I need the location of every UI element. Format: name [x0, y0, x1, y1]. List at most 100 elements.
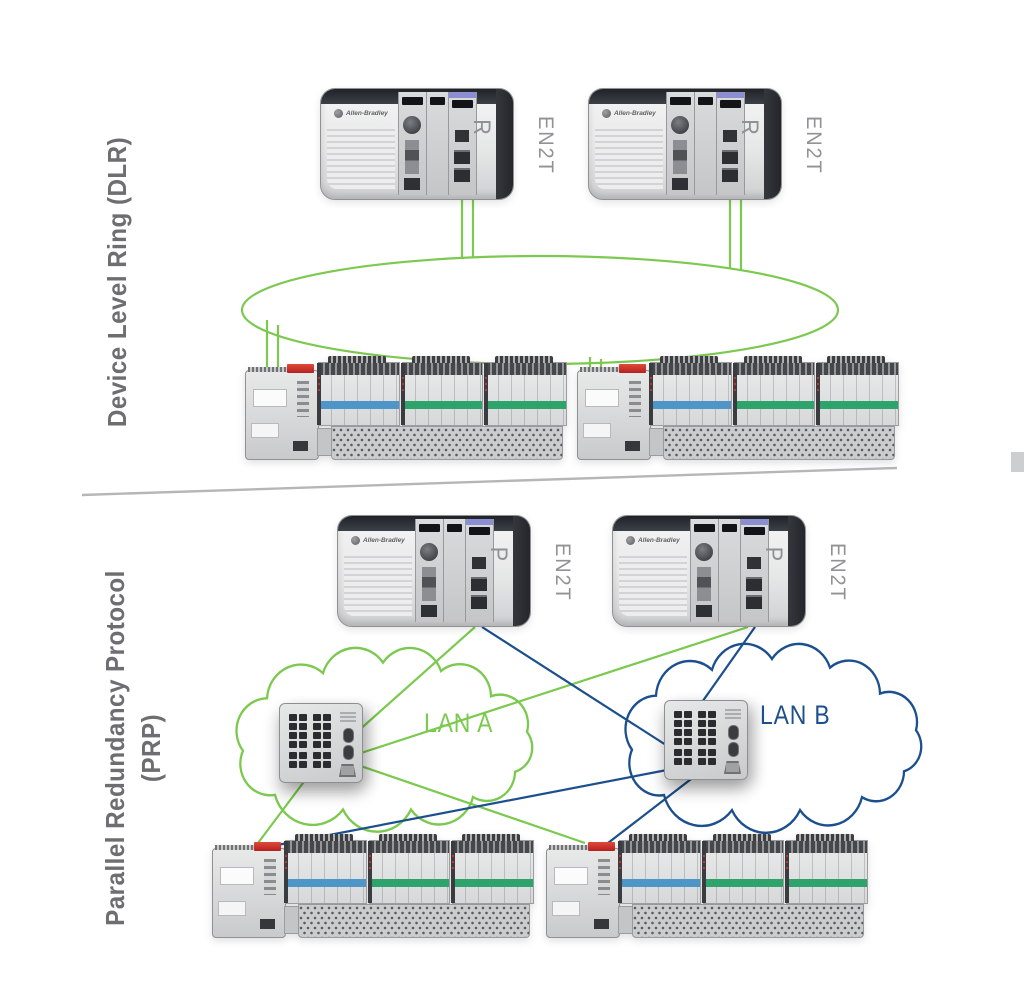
en2t-module — [740, 519, 769, 622]
rj45-port-grid — [289, 714, 307, 748]
module-stripe — [741, 519, 768, 525]
red-network-connector — [254, 842, 281, 851]
io-module — [618, 834, 701, 904]
sfp-port — [343, 745, 354, 760]
en2t-module-label: EN2T — [551, 543, 574, 602]
brand-label: Allen-Bradley — [638, 536, 680, 544]
adapter-pins — [215, 845, 261, 850]
module-separators — [620, 853, 700, 903]
module-color-stripe — [734, 401, 815, 409]
module-color-stripe — [453, 879, 534, 887]
terminal-block — [712, 834, 771, 842]
wiring-terminal-strip — [663, 426, 895, 460]
section-divider-line — [81, 466, 898, 497]
module-display — [720, 100, 741, 108]
terminal-block — [660, 356, 718, 364]
wiring-terminal-strip — [331, 426, 563, 460]
terminal-teeth — [620, 841, 700, 853]
io-assembly-prp-right — [546, 834, 869, 938]
module-stripe — [466, 519, 493, 525]
keyswitch — [403, 116, 421, 134]
interconnect-bar — [785, 841, 790, 903]
terminal-block — [328, 356, 386, 364]
adapter-pins — [549, 845, 595, 850]
module-leds — [697, 567, 711, 601]
keyswitch — [671, 116, 689, 134]
prp-title-line2: (PRP) — [136, 713, 166, 783]
module-separators — [818, 375, 899, 425]
interconnect-bar — [367, 841, 372, 903]
status-window — [455, 130, 469, 142]
module-display — [447, 524, 462, 532]
allen-bradley-logo-icon — [626, 536, 635, 545]
interconnect-bar — [701, 841, 706, 903]
plc-chassis-dlr-left: Allen-Bradley R EN2T — [320, 88, 557, 200]
terminal-block — [743, 356, 802, 364]
module-leds — [673, 140, 687, 174]
rj45-port-grid — [674, 711, 692, 745]
chassis-end-cap — [496, 89, 513, 199]
interconnect-bar — [484, 363, 489, 425]
en2t-module-label: EN2T — [802, 116, 825, 175]
terminal-teeth — [453, 841, 534, 853]
redundancy-role-label: R — [468, 119, 495, 135]
module-display — [744, 527, 765, 535]
chassis-vents — [327, 125, 395, 189]
brand-label: Allen-Bradley — [346, 109, 388, 117]
rj45-port-grid — [674, 749, 692, 765]
prp-lan-a-links — [257, 625, 749, 845]
interconnect-bar — [317, 363, 321, 425]
lan-a-label: LAN A — [424, 708, 494, 738]
switch-label — [725, 709, 741, 719]
allen-bradley-logo-icon — [334, 109, 343, 118]
io-module — [443, 519, 466, 622]
chassis-end-cap — [764, 89, 781, 199]
module-slot — [421, 605, 437, 617]
module-slot — [404, 178, 420, 190]
adapter-label — [554, 867, 588, 885]
io-module — [649, 356, 732, 426]
module-display — [430, 97, 445, 105]
plc-chassis-prp-left: Allen-Bradley P EN2T — [337, 515, 574, 627]
prp-section-title: Parallel Redundancy Protocol (PRP) — [97, 570, 169, 926]
terminal-teeth — [787, 841, 868, 853]
brand-label: Allen-Bradley — [363, 536, 405, 544]
ethernet-switch-lan-a — [279, 703, 363, 783]
adapter-status-icons — [598, 859, 610, 895]
module-separators — [286, 853, 366, 903]
module-separators — [703, 853, 784, 903]
chassis-end-cap — [788, 516, 805, 626]
en2t-module — [716, 92, 745, 195]
adapter-label — [585, 389, 619, 407]
io-module — [284, 834, 367, 904]
controller-module — [415, 519, 444, 622]
adapter-label — [220, 867, 254, 885]
adapter-label — [583, 423, 611, 438]
rj45-port-grid — [698, 749, 716, 765]
adapter-port — [594, 919, 609, 929]
module-leds — [422, 567, 436, 601]
chassis-vents — [344, 552, 412, 616]
ethernet-port — [746, 577, 762, 591]
io-module — [694, 92, 717, 195]
redundancy-role-label: P — [485, 546, 512, 562]
terminal-teeth — [486, 363, 567, 375]
red-network-connector — [588, 842, 615, 851]
module-leds — [405, 140, 419, 174]
module-color-stripe — [402, 401, 483, 409]
rj45-port-grid — [289, 752, 307, 768]
terminal-block — [629, 834, 687, 842]
io-adapter — [546, 845, 620, 938]
plc-chassis-prp-right: Allen-Bradley P EN2T — [612, 515, 849, 627]
prp-title-line1: Parallel Redundancy Protocol — [100, 570, 130, 926]
allen-bradley-logo-icon — [351, 536, 360, 545]
redundancy-role-label: P — [760, 546, 787, 562]
adapter-port — [625, 441, 640, 451]
terminal-block — [495, 356, 554, 364]
io-module — [317, 356, 400, 426]
console-port — [339, 764, 356, 777]
module-display — [452, 100, 473, 108]
terminal-block — [411, 356, 470, 364]
red-network-connector — [287, 364, 314, 373]
io-module-bank — [317, 356, 568, 426]
